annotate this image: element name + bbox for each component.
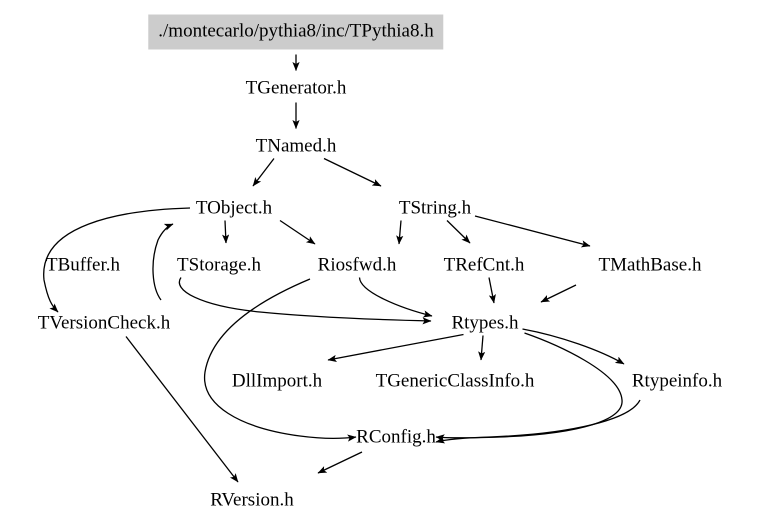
- graph-node-tstring[interactable]: TString.h: [398, 197, 472, 219]
- edge-trefcnt-to-rtypes: [488, 277, 496, 304]
- graph-node-rtypeinfo[interactable]: Rtypeinfo.h: [631, 370, 723, 392]
- graph-node-dllimport[interactable]: DllImport.h: [231, 370, 323, 392]
- edge-riosfwd-to-rtypes: [358, 277, 433, 318]
- edge-tnamed-to-tobject: [252, 158, 275, 187]
- graph-node-rconfig[interactable]: RConfig.h: [356, 426, 436, 448]
- edge-tmathbase-to-rtypes: [540, 284, 577, 303]
- edge-riosfwd-to-rconfig: [204, 278, 357, 442]
- edge-tobject-to-tstorage: [222, 220, 230, 244]
- edge-tnamed-to-tstring: [323, 157, 382, 187]
- graph-node-tnamed[interactable]: TNamed.h: [255, 135, 337, 157]
- graph-node-rtypes[interactable]: Rtypes.h: [451, 312, 519, 334]
- edge-rtypeinfo-to-rconfig: [435, 399, 641, 444]
- graph-node-tobject[interactable]: TObject.h: [195, 197, 273, 219]
- edge-tstring-to-trefcnt: [446, 220, 471, 244]
- edge-tstring-to-tmathbase: [474, 215, 591, 248]
- graph-node-tbuffer[interactable]: TBuffer.h: [45, 254, 121, 276]
- edge-tversioncheck-to-rversion: [125, 336, 239, 483]
- edge-rtypes-to-dllimport: [327, 333, 464, 362]
- edge-tobject-to-riosfwd: [279, 219, 316, 245]
- edge-tobject-to-tversioncheck: [43, 207, 191, 313]
- graph-node-trefcnt[interactable]: TRefCnt.h: [443, 254, 525, 276]
- edge-rconfig-to-rversion: [317, 451, 363, 474]
- graph-node-root[interactable]: ./montecarlo/pythia8/inc/TPythia8.h: [148, 14, 444, 50]
- graph-node-tgenerator[interactable]: TGenerator.h: [245, 77, 347, 99]
- graph-node-riosfwd[interactable]: Riosfwd.h: [317, 254, 397, 276]
- graph-node-tgenericclassinfo[interactable]: TGenericClassInfo.h: [375, 370, 535, 392]
- graph-node-tstorage[interactable]: TStorage.h: [177, 254, 261, 276]
- edge-rtypes-to-tgenericclassinfo: [478, 335, 486, 361]
- edge-tstorage-to-rtypes: [178, 277, 432, 325]
- edge-tstring-to-riosfwd: [396, 220, 404, 245]
- edge-rtypes-to-rtypeinfo: [522, 328, 625, 365]
- graph-node-tmathbase[interactable]: TMathBase.h: [598, 254, 702, 276]
- graph-node-tversioncheck[interactable]: TVersionCheck.h: [37, 312, 171, 334]
- edge-tbuffer-to-tobject: [152, 223, 174, 301]
- graph-node-rversion[interactable]: RVersion.h: [210, 489, 294, 511]
